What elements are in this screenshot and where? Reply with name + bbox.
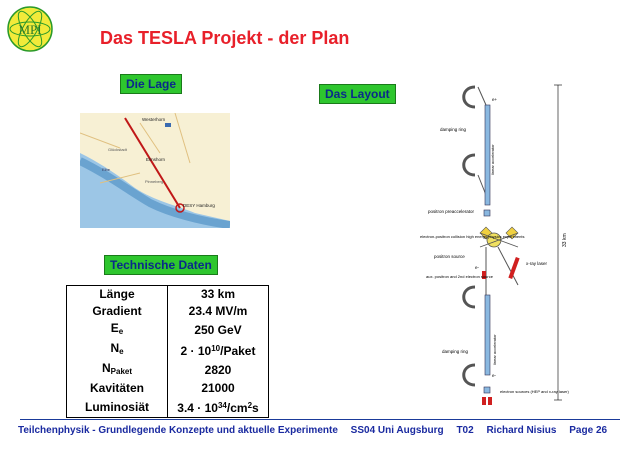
technical-data-table: Länge 33 km Gradient 23.4 MV/m Ee 250 Ge… xyxy=(66,285,269,418)
spec-value: 23.4 MV/m xyxy=(188,304,248,318)
damping-ring-bottom-label: damping ring xyxy=(442,349,469,354)
map-place-desy: DESY Hamburg xyxy=(183,203,215,208)
die-lage-label: Die Lage xyxy=(120,74,183,94)
map-place-glueckstadt: Glückstadt xyxy=(108,147,128,152)
table-row: Ne 2 · 1010/Paket xyxy=(66,340,269,360)
damping-ring-top-label: damping ring xyxy=(440,127,467,132)
tesla-layout-diagram: e+ damping ring linear accelerator posit… xyxy=(420,84,570,405)
xray-laser-label: x-ray laser xyxy=(526,261,548,266)
spec-name: NPaket xyxy=(66,360,168,380)
map-place-pinneberg: Pinneberg xyxy=(145,179,163,184)
location-map: Westerhorn Elmshorn DESY Hamburg Pinnebe… xyxy=(80,113,230,228)
spec-name: Ne xyxy=(66,340,168,360)
spec-name: Länge xyxy=(66,285,168,303)
table-row: Kavitäten 21000 xyxy=(66,380,269,397)
electron-sources-label: electron sources (HEP and x-ray laser) xyxy=(500,389,570,394)
collision-label: electron-positron collision high energy … xyxy=(420,234,525,239)
footer-semester: SS04 Uni Augsburg xyxy=(350,425,444,436)
length-label: 33 km xyxy=(562,233,568,247)
positron-preacc-label: positron preaccelerator xyxy=(428,209,475,214)
spec-value: 250 GeV xyxy=(194,322,242,337)
logo-text: MPI xyxy=(18,22,41,37)
footer-topic: T02 xyxy=(456,425,474,436)
spec-name: Luminosiät xyxy=(66,397,168,418)
technische-daten-label: Technische Daten xyxy=(104,255,218,275)
slide-title: Das TESLA Projekt - der Plan xyxy=(100,28,350,48)
footer: Teilchenphysik - Grundlegende Konzepte u… xyxy=(18,425,618,436)
positron-source-label: positron source xyxy=(434,254,465,259)
table-row: Ee 250 GeV xyxy=(66,320,269,340)
spec-name: Kavitäten xyxy=(66,380,168,397)
linac-top-label: linear accelerator xyxy=(490,144,495,175)
das-layout-label: Das Layout xyxy=(319,84,396,104)
spec-name: Ee xyxy=(66,320,168,340)
footer-author: Richard Nisius xyxy=(486,425,557,436)
footer-divider xyxy=(20,419,620,420)
map-place-elmshorn: Elmshorn xyxy=(146,157,166,162)
table-row: Gradient 23.4 MV/m xyxy=(66,303,269,320)
spec-value: 21000 xyxy=(201,381,235,395)
footer-course: Teilchenphysik - Grundlegende Konzepte u… xyxy=(18,425,338,436)
map-place-westerhorn: Westerhorn xyxy=(142,117,166,122)
footer-page: Page 26 xyxy=(569,425,608,436)
aux-source-label: aux. positron and 2nd electron source xyxy=(426,274,494,279)
table-row: Luminosiät 3.4 · 1034/cm2s xyxy=(66,397,269,418)
spec-value: 2 · 1010/Paket xyxy=(180,344,256,358)
e-minus-bottom: e- xyxy=(492,373,497,378)
map-place-elbe: Elbe xyxy=(102,167,111,172)
table-row: Länge 33 km xyxy=(66,285,269,303)
spec-value: 2820 xyxy=(204,362,232,377)
table-row: NPaket 2820 xyxy=(66,360,269,380)
mpi-logo: MPI xyxy=(7,6,53,52)
e-minus-mid: e- xyxy=(475,265,480,270)
spec-name: Gradient xyxy=(66,303,168,320)
spec-value: 33 km xyxy=(200,287,236,301)
spec-value: 3.4 · 1034/cm2s xyxy=(177,401,259,415)
e-plus-top: e+ xyxy=(492,97,498,102)
linac-bottom-label: linear accelerator xyxy=(492,334,497,365)
